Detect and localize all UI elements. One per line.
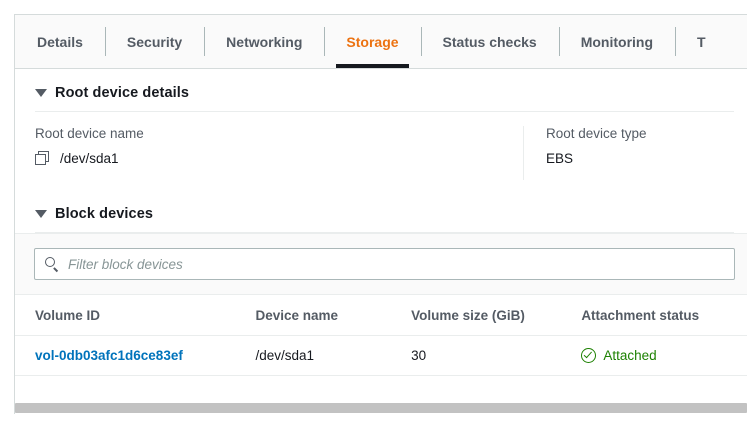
chevron-down-icon[interactable] <box>35 210 47 218</box>
filter-toolbar: Filter block devices <box>15 233 747 294</box>
root-device-type-label: Root device type <box>546 126 647 141</box>
circle-check-icon <box>581 348 597 363</box>
block-devices-header[interactable]: Block devices <box>15 190 747 232</box>
tab-status-checks[interactable]: Status checks <box>420 15 559 68</box>
column-header-attachment-status[interactable]: Attachment status <box>569 308 747 323</box>
root-device-type-field: Root device type EBS <box>523 126 747 180</box>
volume-id-link[interactable]: vol-0db03afc1d6ce83ef <box>35 348 183 363</box>
filter-block-devices-input[interactable]: Filter block devices <box>34 248 735 280</box>
root-device-details-header[interactable]: Root device details <box>15 69 747 111</box>
tab-storage[interactable]: Storage <box>324 15 420 68</box>
copy-icon[interactable] <box>35 151 50 166</box>
tab-monitoring[interactable]: Monitoring <box>558 15 675 68</box>
section-divider <box>35 111 734 112</box>
root-device-type-value: EBS <box>546 151 574 166</box>
tab-label: Status checks <box>442 33 537 50</box>
column-header-volume-size[interactable]: Volume size (GiB) <box>399 308 569 323</box>
instance-detail-card: Details Security Networking Storage Stat… <box>14 14 747 414</box>
tab-label: Details <box>37 33 83 50</box>
table-row[interactable]: vol-0db03afc1d6ce83ef /dev/sda1 30 Attac… <box>15 336 747 376</box>
root-device-details-body: Root device name /dev/sda1 Root device t… <box>15 112 747 190</box>
tab-label: Monitoring <box>580 33 654 50</box>
section-title: Block devices <box>55 206 154 222</box>
tab-bar: Details Security Networking Storage Stat… <box>15 15 747 69</box>
tab-label: T <box>697 33 706 50</box>
section-title: Root device details <box>55 85 190 101</box>
column-header-volume-id[interactable]: Volume ID <box>35 307 101 323</box>
tab-label: Security <box>126 33 183 50</box>
search-icon <box>45 257 59 271</box>
tab-tags[interactable]: T <box>675 15 728 68</box>
status-label: Attached <box>603 348 657 363</box>
cell-device-name: /dev/sda1 <box>255 348 315 363</box>
root-device-details-section: Root device details Root device name /de… <box>15 69 747 190</box>
cell-volume-id: vol-0db03afc1d6ce83ef <box>15 348 244 363</box>
status-badge: Attached <box>581 348 742 363</box>
block-devices-section: Block devices Filter block devices Volum… <box>15 190 747 376</box>
section-divider <box>35 232 734 233</box>
chevron-down-icon[interactable] <box>35 89 47 97</box>
root-device-name-value: /dev/sda1 <box>60 151 119 166</box>
tab-label: Storage <box>346 33 399 50</box>
cell-attachment-status: Attached <box>569 348 747 363</box>
tab-networking[interactable]: Networking <box>204 15 324 68</box>
tab-details[interactable]: Details <box>15 15 105 68</box>
cell-volume-size: 30 <box>411 348 427 363</box>
root-device-name-field: Root device name /dev/sda1 <box>15 126 523 180</box>
horizontal-scrollbar-thumb[interactable] <box>15 403 747 413</box>
tab-label: Networking <box>226 33 303 50</box>
table-header-row: Volume ID Device name Volume size (GiB) … <box>15 294 747 336</box>
root-device-name-label: Root device name <box>35 126 144 141</box>
tab-security[interactable]: Security <box>104 15 204 68</box>
block-devices-table: Volume ID Device name Volume size (GiB) … <box>15 294 747 376</box>
filter-placeholder: Filter block devices <box>68 256 183 272</box>
column-header-device-name[interactable]: Device name <box>244 308 400 323</box>
